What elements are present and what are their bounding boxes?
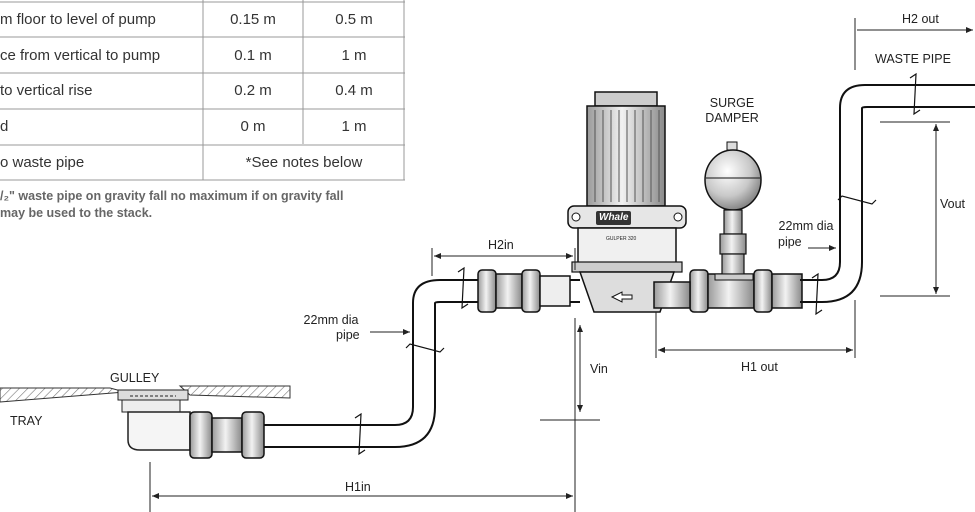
row-min: 0 m — [240, 118, 266, 135]
pump-brand-label: Whale — [596, 211, 632, 225]
notes: /₂" waste pipe on gravity fall no maximu… — [0, 188, 344, 222]
label-surge: SURGE — [709, 96, 755, 110]
row-min: 0.1 m — [234, 47, 272, 64]
note-line-2: may be used to the stack. — [0, 206, 153, 220]
row-max: 1 m — [341, 118, 367, 135]
row-min: 0.15 m — [230, 11, 276, 28]
row-max: 0.5 m — [335, 11, 373, 28]
label-gulley: GULLEY — [110, 371, 160, 385]
dimension-lines — [149, 18, 973, 512]
row-note: *See notes below — [245, 154, 363, 171]
couplings — [189, 269, 803, 459]
row-label: to vertical rise — [0, 82, 93, 99]
label-h2-out: H2 out — [902, 12, 939, 26]
label-pipe-right: pipe — [778, 235, 802, 249]
label-h1-in: H1in — [345, 480, 371, 494]
row-min: 0.2 m — [234, 82, 272, 99]
row-label: o waste pipe — [0, 154, 85, 171]
label-waste-pipe: WASTE PIPE — [875, 52, 951, 66]
label-vout: Vout — [940, 197, 966, 211]
gulley-trap — [117, 389, 191, 451]
row-max: 0.4 m — [335, 82, 373, 99]
label-pipe-dia-left: 22mm dia — [303, 313, 359, 327]
surge-damper — [704, 141, 762, 281]
row-label: d — [0, 118, 9, 135]
dimensions-table: m floor to level of pump 0.15 m 0.5 m ce… — [0, 0, 405, 185]
label-damper: DAMPER — [705, 111, 759, 125]
label-pipe-left: pipe — [336, 328, 360, 342]
label-h1-out: H1 out — [741, 360, 778, 374]
pipe-break-symbols — [354, 72, 921, 456]
label-tray: TRAY — [10, 414, 43, 428]
pump-model-label: GULPER 320 — [606, 236, 637, 242]
row-label: m floor to level of pump — [0, 11, 156, 28]
table-grid — [0, 0, 405, 181]
label-h2-in: H2in — [488, 238, 514, 252]
row-max: 1 m — [341, 47, 367, 64]
note-line-1: /₂" waste pipe on gravity fall no maximu… — [0, 189, 344, 203]
pump — [567, 91, 691, 313]
label-pipe-dia-right: 22mm dia — [778, 219, 834, 233]
label-vin: Vin — [590, 362, 608, 376]
outlet-pipe — [800, 84, 975, 303]
row-label: ce from vertical to pump — [0, 47, 161, 64]
